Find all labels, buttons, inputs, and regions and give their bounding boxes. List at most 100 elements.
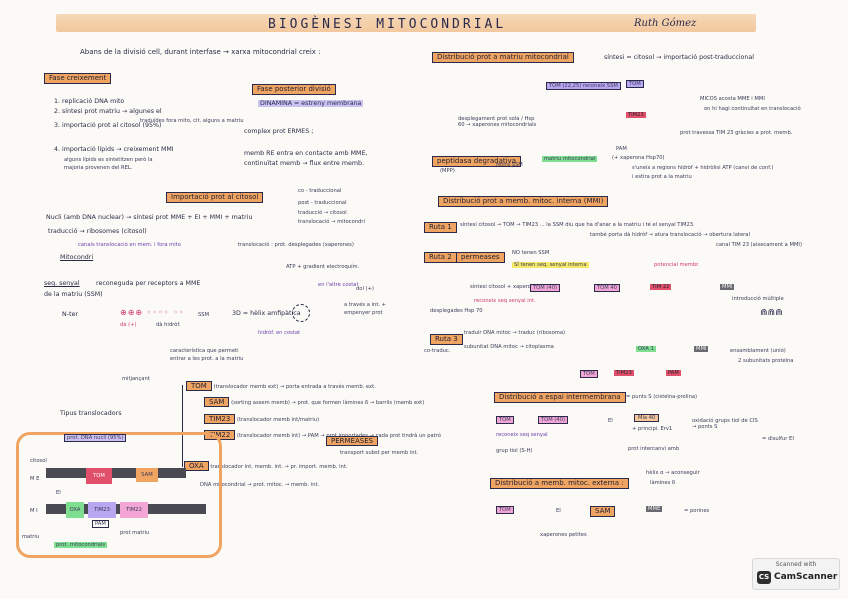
memb-int-heading: Distribució prot a memb. mitoc. interna … (438, 196, 608, 207)
a-traves: a través a int. + (344, 302, 386, 308)
travessa-text: prot travessa TIM 23 gràcies a prot. mem… (680, 130, 792, 136)
tom-block: TOM (86, 468, 112, 484)
desplegament-text: desplegament prot sola / Hsp 60 → xapero… (458, 116, 538, 128)
grup-tiol: grup tiol (S-H) (496, 448, 533, 454)
importacio-heading: Importació prot al citosol (166, 192, 263, 203)
oxa1-box: OXA 1 (636, 346, 656, 352)
me-label: M E (30, 476, 39, 482)
matriu-mito-box: matriu mitocondrial (542, 156, 597, 162)
creixement-item-2: 2. síntesi prot matriu → algunes el (54, 108, 162, 115)
pam-text: PAM (616, 146, 627, 152)
memb-re-text: memb RE entra en contacte amb MME, (244, 150, 367, 157)
introduccio-text: introducció múltiple (732, 296, 784, 302)
dinamina-text: DINAMINA = estreny membrana (258, 100, 363, 107)
row-sam: SAM (sorting assem memb) → prot. que for… (204, 398, 424, 407)
continuitat-text: continuïtat memb → flux entre memb. (244, 160, 364, 167)
nucli-line: Nucli (amb DNA nuclear) → síntesi prot M… (46, 214, 252, 221)
porines-text: = porines (684, 508, 709, 514)
micos-text: MICOS acosta MME i MMI (700, 96, 765, 102)
ruta3-a: traduir DNA mitoc → traduc (ribosoma) (464, 330, 565, 336)
disulfur-text: = disulfur EI (762, 436, 794, 442)
intro-text: Abans de la divisió cell, durant interfa… (80, 48, 321, 56)
memb-ext-heading: Distribució a memb. mitoc. externa : (490, 478, 629, 489)
tom-ruta3: TOM (580, 370, 598, 378)
da-hidrof: dà hidròf. (156, 322, 180, 328)
creixement-item-4: 4. importació lípids → creixement MMI (54, 146, 174, 153)
ermes-text: complex prot ERMES ; (244, 128, 313, 135)
creixement-item-3b: traduïdes fora mito, cit. alguns a matri… (140, 118, 244, 124)
ruta1-label: Ruta 1 (424, 222, 457, 233)
matriu-label: matriu (22, 534, 39, 540)
sam-tag: SAM (204, 397, 229, 407)
subunitats-text: 2 subunitats proteïna (738, 358, 793, 364)
da-plus: dà (+) (120, 322, 137, 328)
traduccio-citosol: traducció → citosol (298, 210, 347, 216)
tim23-block: TIM23 (88, 502, 116, 518)
ext-sam: SAM (590, 506, 615, 517)
mi-label: M I (30, 508, 38, 514)
ensamblatge-text: ensamblament (unió) (730, 348, 786, 354)
seq-senyal-label: seq. senyal (44, 280, 80, 287)
translocacio-mito: translocació → mitocondri (298, 219, 365, 225)
oxa-block: OXA (66, 502, 84, 518)
ruta3-text: co-traduc. (424, 348, 450, 354)
row-tim22: TIM22 (translocador memb int) → PAM → pr… (204, 431, 441, 440)
empenyer: empenyer prot (344, 310, 383, 316)
desplegades-hsp: desplegades Hsp 70 (430, 308, 483, 314)
mmi-box: MMI (720, 284, 734, 290)
traduccio-line: traducció → ribosomes (citosol) (48, 228, 147, 235)
espai-note: = punts S (cisteïna-prolina) (626, 394, 697, 400)
ruta2-label: Ruta 2 (424, 252, 457, 263)
tom40-box: TOM 40 (594, 284, 620, 292)
creixement-item-1: 1. replicació DNA mito (54, 98, 124, 105)
espai-reconeix: reconeix seq senyal (496, 432, 548, 438)
tom-tag: TOM (186, 381, 212, 391)
membrane-loops-icon: ⋒⋒⋒ (760, 308, 783, 318)
espai-tom: TOM (496, 416, 514, 424)
camscanner-badge: Scanned with CS CamScanner (752, 558, 840, 590)
oxa-mmi-box: MMI (694, 346, 708, 352)
outer-membrane (46, 468, 186, 478)
canals-line: canals translocació en mem. i fora mito (78, 242, 181, 248)
pam-block: PAM (92, 520, 109, 528)
espai-tom40: TOM (40) (538, 416, 568, 424)
caract-text: característica que permeti (170, 348, 239, 354)
ruta2-b: SÍ tenen seq. senyal interna (512, 262, 589, 268)
retira-ssm: retira SSM (496, 162, 523, 168)
sam-block: SAM (136, 468, 158, 482)
sintesi-citosol: síntesi = citosol → importació post-trad… (604, 54, 754, 61)
micos-text2: on hi hagi continuïtat en translocació (704, 106, 801, 112)
espai-heading: Distribució a espai intermembrana (494, 392, 626, 403)
seq-senyal-text2: de la matriu (SSM) (44, 291, 103, 298)
row-tim23: TIM23 (translocador memb int/matriu) (204, 415, 319, 424)
permeases: PERMEASES (326, 437, 378, 446)
row-tom: TOM (translocador memb ext) → porta entr… (186, 382, 376, 391)
ei-label: EI (56, 490, 61, 496)
pam-ruta3: PAM (666, 370, 681, 376)
ssm-label: SSM (198, 312, 209, 318)
prot-intercanvi: prot intercanvi amb (628, 446, 679, 452)
mia40-box: Mia 40 (634, 414, 659, 422)
co-traduccional: co - traduccional (298, 188, 341, 194)
matriu-heading: Distribució prot a matriu mitocondrial (432, 52, 574, 63)
helix-note: hidròf. en costat (258, 330, 300, 336)
ext-tom: TOM (496, 506, 514, 514)
helix-icon (292, 304, 310, 322)
fase-creixement-heading: Fase creixement (44, 73, 111, 84)
espai-ei: EI (608, 418, 613, 424)
lamines-text: làmines ß (650, 480, 675, 486)
post-traduccional: post - traduccional (298, 200, 347, 206)
cell-diagram: prot. DNA nucli (95%) citosol M E TOM SA… (16, 428, 216, 556)
fase-posterior-heading: Fase posterior divisió (252, 84, 336, 95)
tom-reconeix: TOM (22,25) reconeix SSM (546, 82, 621, 90)
ruta1-c: canal TIM 23 (aixecament a MMI) (716, 242, 802, 248)
ruta2-a: NO tenen SSM (512, 250, 549, 256)
atp-gradient: ATP + gradient electroquím. (286, 264, 359, 270)
en-costat: en l'altre costat (318, 282, 358, 288)
potencial-text: potencial membr. (654, 262, 699, 268)
transport-text: transport subst per memb int. (340, 450, 418, 456)
ruta1-b: també porta dà hidròf → atura translocac… (590, 232, 750, 238)
tim23-desc: (translocador memb int/matriu) (237, 417, 319, 423)
pam-estira: i estira prot a la matriu (632, 174, 692, 180)
ext-mme: MME (646, 506, 662, 512)
